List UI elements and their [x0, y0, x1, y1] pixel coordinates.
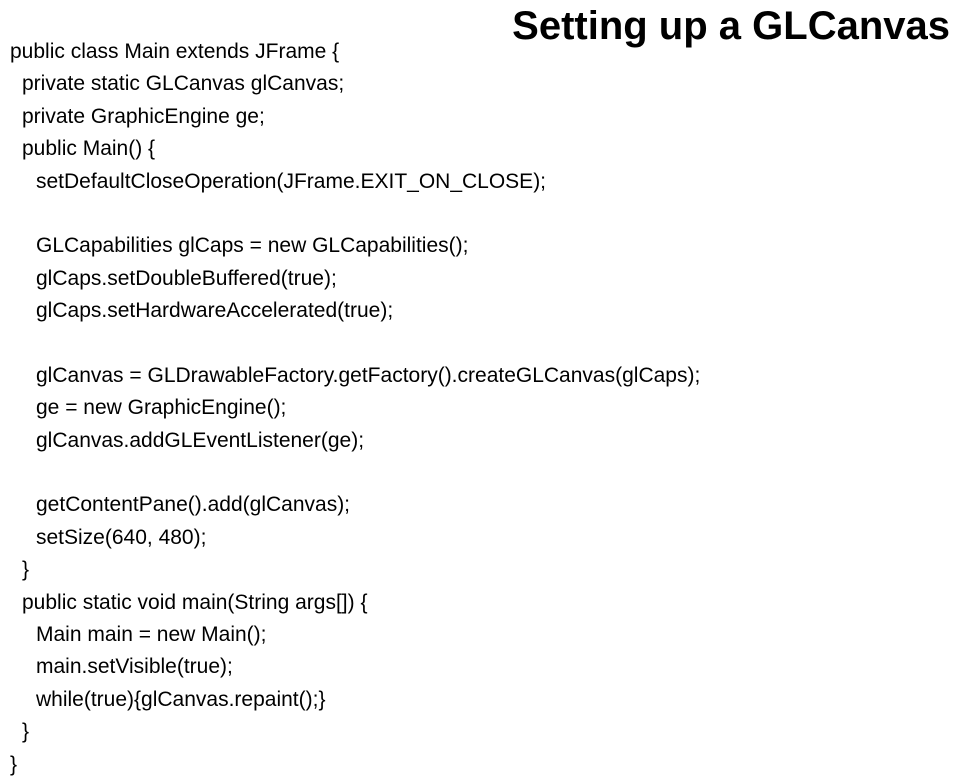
code-line: public Main() {: [0, 133, 960, 165]
code-line-text: }: [10, 752, 18, 776]
code-line-text: public class Main extends JFrame {: [10, 40, 340, 63]
code-line: main.setVisible(true);: [0, 651, 960, 683]
code-line: }: [0, 716, 960, 748]
code-line: private static GLCanvas glCanvas;: [0, 68, 960, 100]
code-line: setDefaultCloseOperation(JFrame.EXIT_ON_…: [0, 166, 960, 198]
code-line-text: setSize(640, 480);: [36, 525, 207, 549]
code-line: Main main = new Main();: [0, 619, 960, 651]
code-line-text: glCaps.setDoubleBuffered(true);: [36, 266, 337, 290]
code-line: public static void main(String args[]) {: [0, 587, 960, 619]
code-line: glCaps.setDoubleBuffered(true);: [0, 263, 960, 295]
code-line: glCanvas.addGLEventListener(ge);: [0, 425, 960, 457]
code-line-text: ge = new GraphicEngine();: [36, 396, 287, 420]
code-line-text: glCanvas.addGLEventListener(ge);: [36, 428, 365, 452]
code-line-text: while(true){glCanvas.repaint();}: [36, 687, 326, 711]
code-line-text: glCanvas = GLDrawableFactory.getFactory(…: [36, 363, 701, 387]
code-line-text: }: [22, 720, 30, 744]
code-line-text: public static void main(String args[]) {: [22, 590, 368, 614]
code-line: }: [0, 749, 960, 781]
code-line-text: private static GLCanvas glCanvas;: [22, 72, 345, 96]
code-line: private GraphicEngine ge;: [0, 101, 960, 133]
code-line: getContentPane().add(glCanvas);: [0, 489, 960, 521]
code-line: GLCapabilities glCaps = new GLCapabiliti…: [0, 230, 960, 262]
code-line: [0, 457, 960, 489]
code-line-text: glCaps.setHardwareAccelerated(true);: [36, 299, 394, 323]
code-line: setSize(640, 480);: [0, 522, 960, 554]
code-line: }: [0, 554, 960, 586]
code-line: [0, 198, 960, 230]
code-line: public class Main extends JFrame {: [0, 36, 960, 68]
code-line-text: public Main() {: [22, 137, 156, 161]
code-line: glCanvas = GLDrawableFactory.getFactory(…: [0, 360, 960, 392]
code-line-text: private GraphicEngine ge;: [22, 104, 265, 128]
code-line: glCaps.setHardwareAccelerated(true);: [0, 295, 960, 327]
code-line: ge = new GraphicEngine();: [0, 392, 960, 424]
code-line-text: }: [22, 558, 30, 582]
code-line-text: GLCapabilities glCaps = new GLCapabiliti…: [36, 234, 469, 258]
code-line: [0, 328, 960, 360]
slide: Setting up a GLCanvas public class Main …: [10, 4, 950, 776]
code-line: while(true){glCanvas.repaint();}: [0, 684, 960, 716]
code-line-text: setDefaultCloseOperation(JFrame.EXIT_ON_…: [36, 169, 547, 193]
code-line-text: getContentPane().add(glCanvas);: [36, 493, 351, 517]
slide-title: Setting up a GLCanvas: [512, 4, 950, 48]
code-line-text: main.setVisible(true);: [36, 655, 233, 679]
code-line-text: Main main = new Main();: [36, 623, 267, 647]
code-block: public class Main extends JFrame { privat…: [0, 36, 960, 781]
